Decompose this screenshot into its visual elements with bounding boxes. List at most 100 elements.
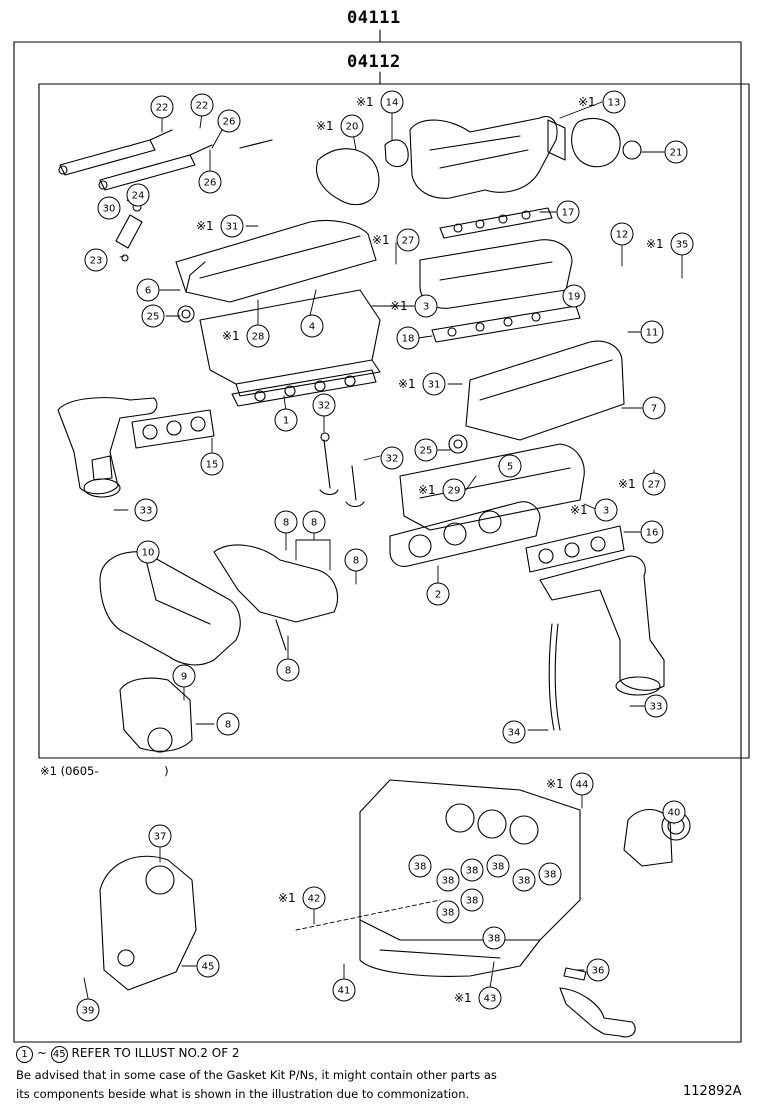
callout-label: 2: [435, 590, 441, 601]
callout-mark: ※1: [618, 477, 636, 491]
callout-label: 8: [353, 556, 359, 567]
callout-label: 8: [283, 518, 289, 529]
callout-7: 7: [642, 396, 666, 420]
callout-33: 33: [134, 498, 158, 522]
callout-label: 20: [346, 122, 359, 133]
callout-circle: [216, 712, 240, 736]
oil-level-gauge-guide: [548, 623, 561, 731]
callout-label: 24: [132, 191, 145, 202]
callout-label: 25: [147, 312, 160, 323]
callout-circle: [670, 232, 694, 256]
callout-mark: ※1: [546, 777, 564, 791]
callout-circle: [141, 304, 165, 328]
callout-label: 32: [318, 401, 331, 412]
callout-label: 4: [309, 322, 315, 333]
outer-kit-frame: [13, 29, 742, 1043]
callout-circle: [642, 472, 666, 496]
callout-11: 11: [640, 320, 664, 344]
inner-kit-part-number: 04112: [347, 52, 401, 72]
callout-circle: [436, 868, 460, 892]
callout-label: 43: [484, 994, 497, 1005]
refer-line: 1 ~ 45 REFER TO ILLUST NO.2 OF 2: [16, 1046, 240, 1063]
callout-3: 3※1: [570, 498, 618, 522]
callout-circle: [274, 510, 298, 534]
callout-3: 3※1: [390, 294, 438, 318]
callout-circle: [217, 109, 241, 133]
callout-label: 38: [442, 908, 455, 919]
callout-10: 10: [136, 540, 160, 564]
advisory-line-2: its components beside what is shown in t…: [16, 1087, 470, 1101]
callout-34: 34: [502, 720, 526, 744]
date-note-mark: ※1: [40, 764, 57, 778]
callout-6: 6: [136, 278, 160, 302]
callout-circle: [300, 314, 324, 338]
callout-label: 39: [82, 1006, 95, 1017]
callout-label: 40: [668, 808, 681, 819]
callout-circle: [414, 294, 438, 318]
date-note: ※1 (0605- ): [40, 764, 169, 779]
callout-43: 43※1: [454, 986, 502, 1010]
callout-19: 19: [562, 284, 586, 308]
callout-label: 38: [442, 876, 455, 887]
throttle-body: [571, 117, 642, 168]
callout-circle: [302, 886, 326, 910]
callout-27: 27※1: [618, 472, 666, 496]
callout-circle: [486, 854, 510, 878]
callout-label: 45: [202, 962, 215, 973]
outer-kit-part-number: 04111: [347, 8, 401, 28]
callout-circle: [408, 854, 432, 878]
callout-label: 30: [103, 204, 116, 215]
callout-label: 32: [386, 454, 399, 465]
callout-circle: [196, 954, 220, 978]
callout-circle: [276, 658, 300, 682]
callout-38: 38: [460, 858, 484, 882]
callout-label: 38: [466, 896, 479, 907]
callout-label: 15: [206, 460, 219, 471]
callout-circle: [442, 478, 466, 502]
callout-38: 38: [460, 888, 484, 912]
callout-38: 38: [408, 854, 432, 878]
callout-label: 18: [402, 334, 415, 345]
date-note-close: ): [164, 764, 169, 778]
callout-circle: [436, 900, 460, 924]
fuel-injector: [115, 202, 143, 262]
callout-label: 21: [670, 148, 683, 159]
callout-circle: [538, 862, 562, 886]
front-exhaust-gasket: [525, 525, 625, 573]
callout-circle: [380, 446, 404, 470]
callout-mark: ※1: [418, 483, 436, 497]
callout-9: 9: [172, 664, 196, 688]
callout-circle: [662, 800, 686, 824]
callout-circle: [76, 998, 100, 1022]
rear-exhaust-manifold: [57, 397, 158, 498]
callout-circle: [602, 90, 626, 114]
front-cylinder-head-cover: [448, 340, 625, 454]
timing-belt-cover-no3: [119, 677, 193, 753]
callout-label: 27: [402, 236, 415, 247]
callout-label: 38: [492, 862, 505, 873]
callout-38: 38: [482, 926, 506, 950]
date-note-text: (0605-: [60, 764, 99, 778]
callout-label: 1: [283, 416, 289, 427]
callout-mark: ※1: [390, 299, 408, 313]
rear-cylinder-head: [177, 289, 381, 397]
callout-label: 14: [386, 98, 399, 109]
callout-label: 8: [311, 518, 317, 529]
callout-38: 38: [486, 854, 510, 878]
callout-circle: [332, 978, 356, 1002]
callout-45: 45: [196, 954, 220, 978]
figure-number: 112892A: [683, 1084, 742, 1099]
callout-circle: [478, 986, 502, 1010]
callout-22: 22: [150, 95, 174, 119]
oil-strainer: [559, 967, 636, 1038]
callout-circle: [502, 720, 526, 744]
callout-circle: [642, 396, 666, 420]
oil-pump: [99, 855, 197, 991]
callout-2: 2: [426, 582, 450, 606]
callout-15: 15: [200, 452, 224, 476]
callout-circle: [344, 548, 368, 572]
callout-circle: [460, 858, 484, 882]
callout-label: 31: [428, 380, 441, 391]
front-exhaust-manifold: [539, 555, 665, 696]
